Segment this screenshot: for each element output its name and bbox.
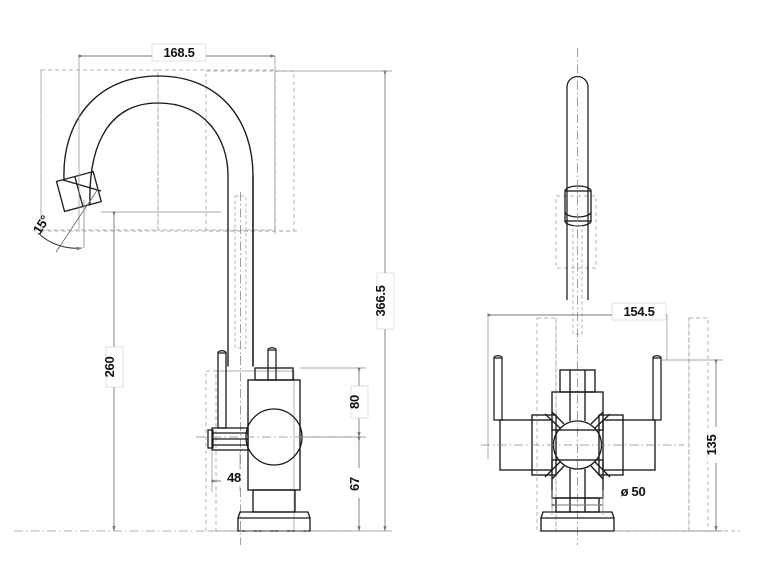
riser-collar-side [564, 185, 592, 227]
dimension-base-diameter: ø 50 [551, 482, 656, 515]
dimension-spout-height: 260 [101, 211, 221, 532]
dimension-handle-height: 135 [614, 359, 725, 532]
dimension-value-67: 67 [347, 477, 362, 491]
dimension-value-135: 135 [704, 435, 719, 456]
lever-handle-front [207, 350, 249, 451]
dimension-value-168-5: 168.5 [163, 45, 194, 60]
dimension-value-154-5: 154.5 [623, 304, 654, 319]
dimension-value-80: 80 [347, 395, 362, 409]
rear-lever-stem-front [267, 347, 277, 381]
view-front-elevation [14, 69, 352, 545]
dimension-handle-offset: 48 [211, 452, 247, 492]
dimension-spout-reach: 168.5 [78, 43, 276, 234]
dimension-value-260: 260 [102, 357, 117, 378]
dimension-handle-spread: 154.5 [487, 302, 668, 460]
dimension-value-366-5: 366.5 [373, 285, 388, 316]
spout-body-front [63, 75, 254, 367]
lever-handle-left-side [493, 355, 503, 421]
dimension-value-48: 48 [227, 470, 241, 485]
dimension-body-upper-height: 80 [300, 367, 369, 438]
dimension-value-diameter-50: ø 50 [621, 484, 646, 499]
riser-inner-channel-side [572, 225, 583, 335]
dimension-body-lower-height: 67 [347, 436, 368, 532]
lever-handle-right-side [652, 355, 662, 421]
view-side-elevation [481, 48, 740, 545]
dimension-overall-height: 366.5 [275, 70, 395, 532]
